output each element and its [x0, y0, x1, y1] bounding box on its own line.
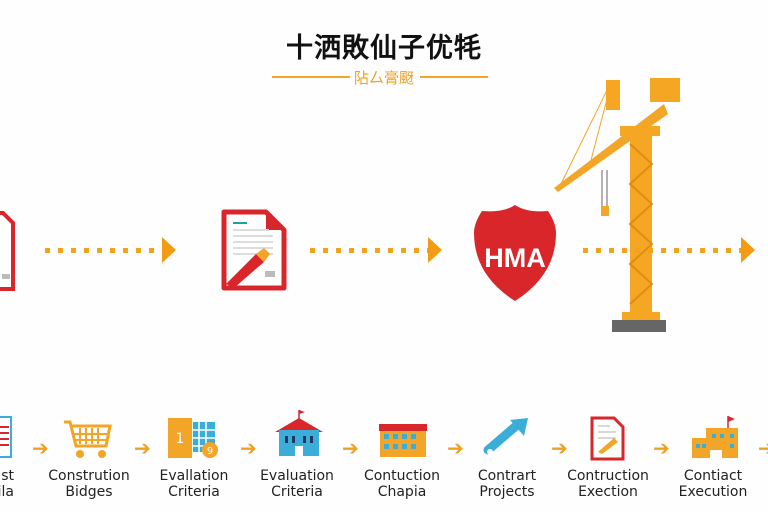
arrow-wrench-icon	[483, 418, 528, 455]
step-label-line1: Contruction	[567, 468, 649, 484]
arrow-head-icon	[162, 237, 176, 263]
building-coin-icon: 1 9	[168, 418, 218, 458]
contract-sign-icon	[590, 416, 625, 461]
step-arrow-icon: ➔	[551, 436, 568, 460]
step-label-line2: ila	[0, 484, 14, 500]
apartment-icon	[379, 424, 427, 457]
step-label-line2: Projects	[479, 484, 535, 500]
step-label-line2: Bidges	[65, 484, 113, 500]
step-label-line2: Execution	[678, 484, 748, 500]
dotted-connector	[310, 248, 428, 253]
step-arrow-icon: ➔	[32, 436, 49, 460]
step-arrow-icon: ➔	[758, 436, 768, 460]
page-subtitle: 阽厶膏颬	[353, 69, 414, 87]
page-title: 十洒敗仙子优牦	[286, 33, 482, 64]
shield-text: HMA	[484, 243, 546, 273]
step-label-line1: Contuction	[363, 468, 441, 484]
arrow-head-icon	[741, 237, 755, 263]
arrow-head-icon	[428, 237, 442, 263]
step-arrow-icon: ➔	[342, 436, 359, 460]
step-label: stila	[0, 468, 14, 500]
dotted-connector	[583, 248, 741, 253]
step-arrow-icon: ➔	[447, 436, 464, 460]
step-label-line2: Criteria	[271, 484, 323, 500]
step-arrow-icon: ➔	[134, 436, 151, 460]
subtitle-rule-right	[420, 76, 488, 78]
castle-building-icon	[692, 416, 738, 458]
step-label-line1: Contrart	[477, 468, 537, 484]
icon-coin-number: 9	[207, 446, 213, 457]
step-label-line1: Evaluation	[260, 468, 334, 484]
step-label-line1: Contiact	[683, 468, 743, 484]
step-label-line2: Exection	[578, 484, 638, 500]
shopping-cart-icon	[64, 420, 112, 458]
step-arrow-icon: ➔	[653, 436, 670, 460]
school-icon	[275, 410, 323, 456]
tower-crane-icon	[554, 78, 680, 332]
document-icon	[0, 211, 15, 291]
hma-shield-icon: HMA	[474, 205, 556, 301]
step-arrow-icon: ➔	[240, 436, 257, 460]
step-label-line1: st	[1, 468, 14, 484]
step-label-line2: Chapia	[377, 484, 427, 500]
step-label-line1: Constrution	[48, 468, 130, 484]
edit-document-icon	[221, 209, 287, 291]
step-label-line1: Evallation	[159, 468, 229, 484]
step-label-line2: Criteria	[168, 484, 220, 500]
subtitle-rule-left	[272, 76, 350, 78]
document-icon	[0, 416, 12, 458]
icon-number: 1	[176, 431, 185, 447]
dotted-connector	[45, 248, 163, 253]
